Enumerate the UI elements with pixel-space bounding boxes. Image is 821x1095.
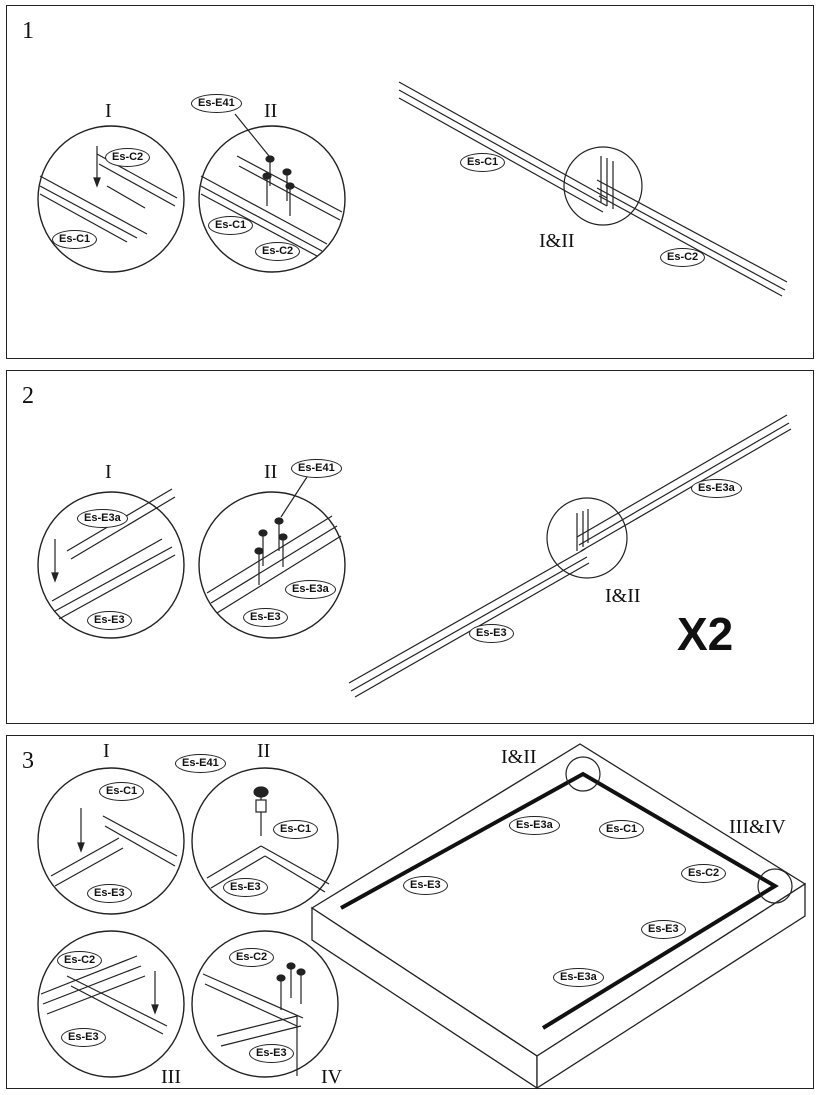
quantity-multiplier: X2 (677, 608, 734, 660)
corner-marker-b (757, 868, 793, 904)
part-label: Es-E41 (191, 94, 242, 113)
part-label: Es-E3 (469, 624, 514, 643)
overview-detail-label: I&II (605, 585, 641, 607)
step-2-detail-marker (546, 497, 628, 579)
step-number: 2 (22, 383, 34, 409)
part-label: Es-C2 (57, 951, 103, 970)
step-number: 3 (22, 748, 34, 774)
detail-label-1: I (105, 100, 112, 122)
detail-2-rails (206, 786, 330, 893)
detail-label-4: IV (321, 1066, 343, 1088)
part-label: Es-E3 (243, 608, 288, 627)
detail-circle-3 (37, 930, 185, 1078)
part-label: Es-C1 (99, 782, 145, 801)
part-label: Es-C1 (460, 153, 506, 172)
step-1-drawing (37, 81, 788, 297)
step-3-drawing (37, 743, 807, 1090)
detail-2-screws (254, 476, 308, 585)
part-label: Es-E41 (175, 754, 226, 773)
detail-3-rails (40, 955, 168, 1035)
part-label: Es-E41 (291, 459, 342, 478)
detail-2-rails (206, 515, 342, 614)
part-label: Es-E3 (641, 920, 686, 939)
detail-circle-2 (191, 767, 339, 915)
step-1-main-rails (398, 81, 788, 297)
detail-circle-4 (191, 930, 339, 1078)
part-label: Es-C2 (255, 242, 301, 261)
part-label: Es-E3a (285, 580, 336, 599)
part-label: Es-E3 (61, 1028, 106, 1047)
detail-circle-1 (37, 491, 185, 639)
part-label: Es-E3 (223, 878, 268, 897)
detail-1-rails (51, 488, 176, 620)
step-1-panel: 1 I II I&II Es-C2 Es-C1 Es-E41 Es-C1 Es-… (6, 5, 814, 359)
part-label: Es-E3 (403, 876, 448, 895)
step-2-panel: 2 I II I&II X2 Es-E3a Es-E3 Es-E41 Es-E3… (6, 370, 814, 724)
part-label: Es-E3a (77, 509, 128, 528)
part-label: Es-E3 (87, 884, 132, 903)
overview-detail-label-a: I&II (501, 746, 537, 768)
overview-detail-label: I&II (539, 230, 575, 252)
corner-marker-a (565, 756, 601, 792)
detail-4-rails (202, 962, 306, 1076)
step-1-detail-marker (563, 146, 643, 226)
part-label: Es-C2 (229, 948, 275, 967)
part-label: Es-E3a (691, 479, 742, 498)
part-label: Es-C2 (660, 248, 706, 267)
detail-label-1: I (103, 740, 110, 762)
part-label: Es-C1 (208, 216, 254, 235)
detail-1-rails (39, 146, 178, 243)
detail-label-1: I (105, 461, 112, 483)
frame-profiles (340, 771, 779, 1030)
part-label: Es-C1 (599, 820, 645, 839)
detail-label-2: II (264, 461, 278, 483)
detail-circle-1 (37, 767, 185, 915)
part-label: Es-E3a (553, 968, 604, 987)
part-label: Es-C2 (105, 148, 151, 167)
detail-label-2: II (264, 100, 278, 122)
detail-circle-2 (198, 491, 346, 639)
part-label: Es-C2 (681, 864, 727, 883)
detail-2-screws (234, 113, 295, 216)
part-label: Es-E3 (249, 1044, 294, 1063)
step-3-panel: 3 I II III IV I&II III&IV Es-C1 Es-E3 Es… (6, 735, 814, 1090)
detail-2-rails (200, 155, 343, 257)
part-label: Es-E3a (509, 816, 560, 835)
step-number: 1 (22, 18, 34, 44)
part-label: Es-C1 (273, 820, 319, 839)
detail-label-3: III (161, 1066, 181, 1088)
overview-detail-label-b: III&IV (729, 816, 786, 838)
part-label: Es-E3 (87, 611, 132, 630)
detail-circle-1 (37, 125, 185, 273)
detail-1-rails (50, 808, 178, 887)
part-label: Es-C1 (52, 230, 98, 249)
shower-tray (310, 743, 807, 1090)
detail-label-2: II (257, 740, 271, 762)
step-2-drawing (37, 414, 792, 698)
step-2-main-rails (348, 414, 792, 698)
detail-circle-2 (198, 125, 346, 273)
